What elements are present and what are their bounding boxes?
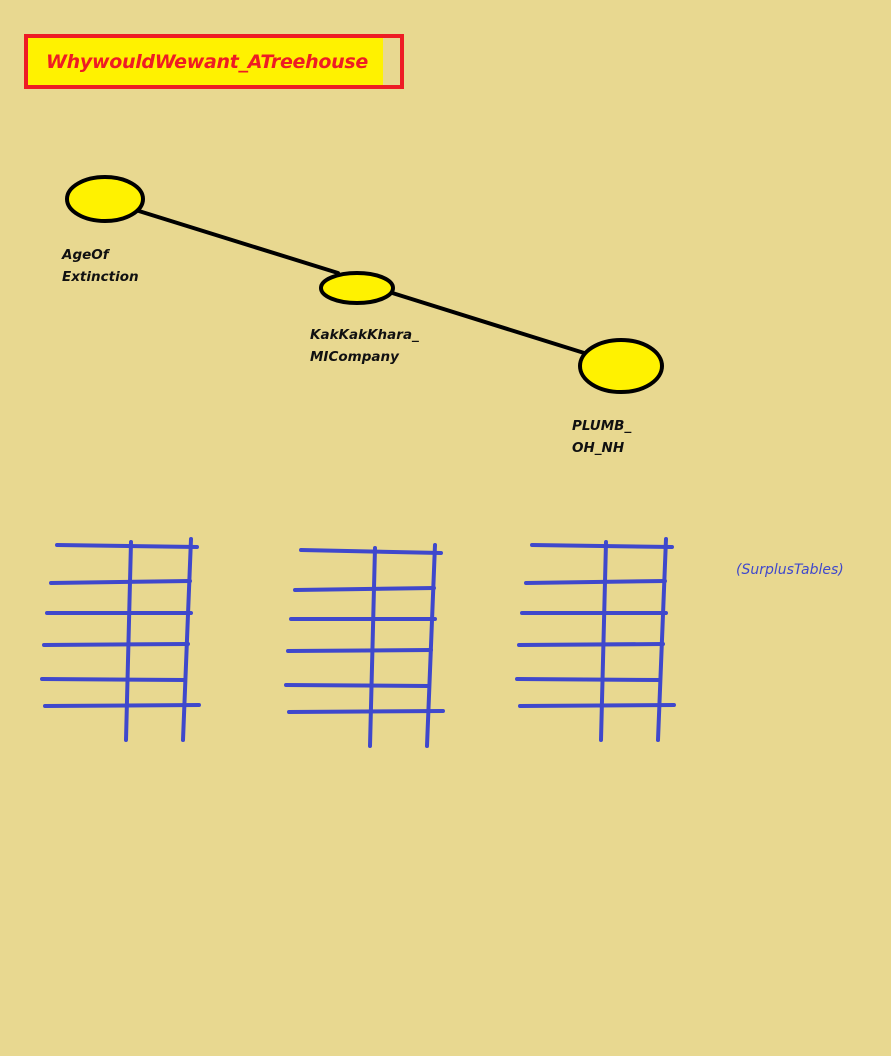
edge-ageof-to-kakkak: [124, 205, 340, 275]
node-ageof-extinction: [65, 175, 145, 223]
table-row-line: [293, 586, 436, 592]
surplus-table-2: [284, 543, 445, 748]
table-column-line: [368, 546, 377, 748]
node-plumb-oh-nh: [578, 338, 664, 394]
table-column-line: [599, 540, 608, 742]
node-label-line: OH_NH: [572, 440, 625, 456]
node-label-line: KakKakKhara_: [310, 327, 419, 343]
table-column-line: [425, 543, 437, 748]
table-column-line: [656, 537, 668, 742]
surplus-table-3: [515, 537, 676, 742]
title-fill: [26, 36, 383, 85]
table-row-line: [524, 579, 667, 585]
surplus-tables-note: (SurplusTables): [736, 562, 844, 578]
surplus-table-1: [40, 537, 201, 742]
table-row-line: [530, 543, 674, 549]
table-row-line: [42, 642, 190, 647]
node-label-line: AgeOf: [62, 247, 109, 263]
table-row-line: [299, 548, 443, 555]
node-kakkakkhara-micompany: [319, 271, 395, 305]
table-row-line: [40, 677, 187, 682]
table-column-line: [181, 537, 193, 742]
table-row-line: [286, 648, 433, 653]
table-row-line: [287, 709, 445, 714]
table-row-line: [515, 677, 662, 682]
edge-kakkak-to-plumb: [384, 289, 599, 359]
table-row-line: [517, 642, 665, 647]
node-label-line: MICompany: [310, 349, 399, 365]
title-box: WhywouldWewant_ATreehouse: [24, 34, 404, 89]
table-column-line: [124, 540, 133, 742]
node-label-line: Extinction: [62, 269, 139, 285]
node-label-line: PLUMB_: [572, 418, 632, 434]
table-row-line: [284, 683, 431, 688]
table-row-line: [49, 579, 192, 585]
node-label-kakkak: KakKakKhara_ MICompany: [310, 324, 419, 368]
table-row-line: [518, 703, 676, 708]
table-row-line: [43, 703, 201, 708]
table-row-line: [55, 543, 199, 549]
diagram-title: WhywouldWewant_ATreehouse: [46, 50, 368, 73]
node-label-plumb: PLUMB_ OH_NH: [572, 415, 631, 459]
node-label-ageof: AgeOf Extinction: [62, 244, 139, 288]
